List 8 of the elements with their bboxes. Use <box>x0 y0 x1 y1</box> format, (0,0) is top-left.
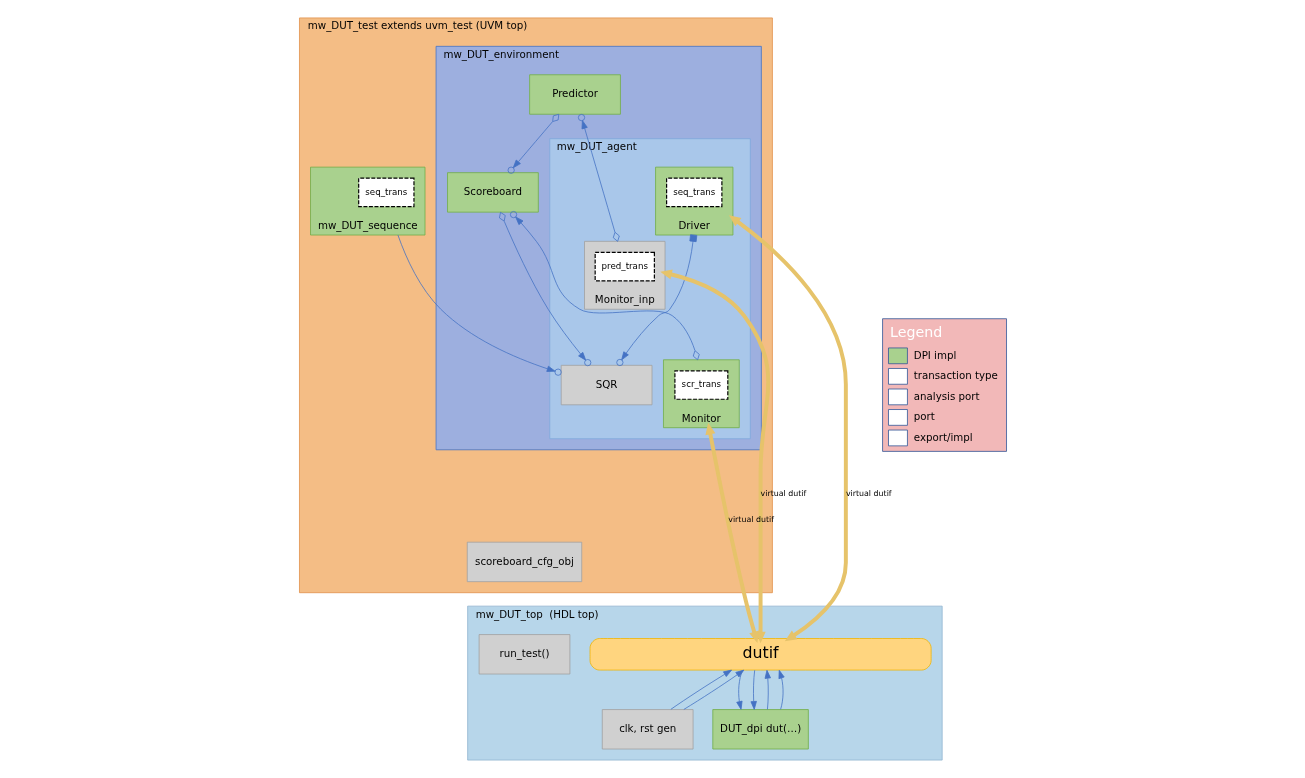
legend-label: port <box>913 410 935 423</box>
legend-label: DPI impl <box>913 348 956 361</box>
legend-label: transaction type <box>913 369 998 382</box>
edge-label: virtual dutif <box>727 515 774 525</box>
label: Legend <box>889 324 942 341</box>
legend-label: export/impl <box>913 430 973 443</box>
legend-label: analysis port <box>913 389 980 402</box>
edge-label: virtual dutif <box>760 489 806 499</box>
